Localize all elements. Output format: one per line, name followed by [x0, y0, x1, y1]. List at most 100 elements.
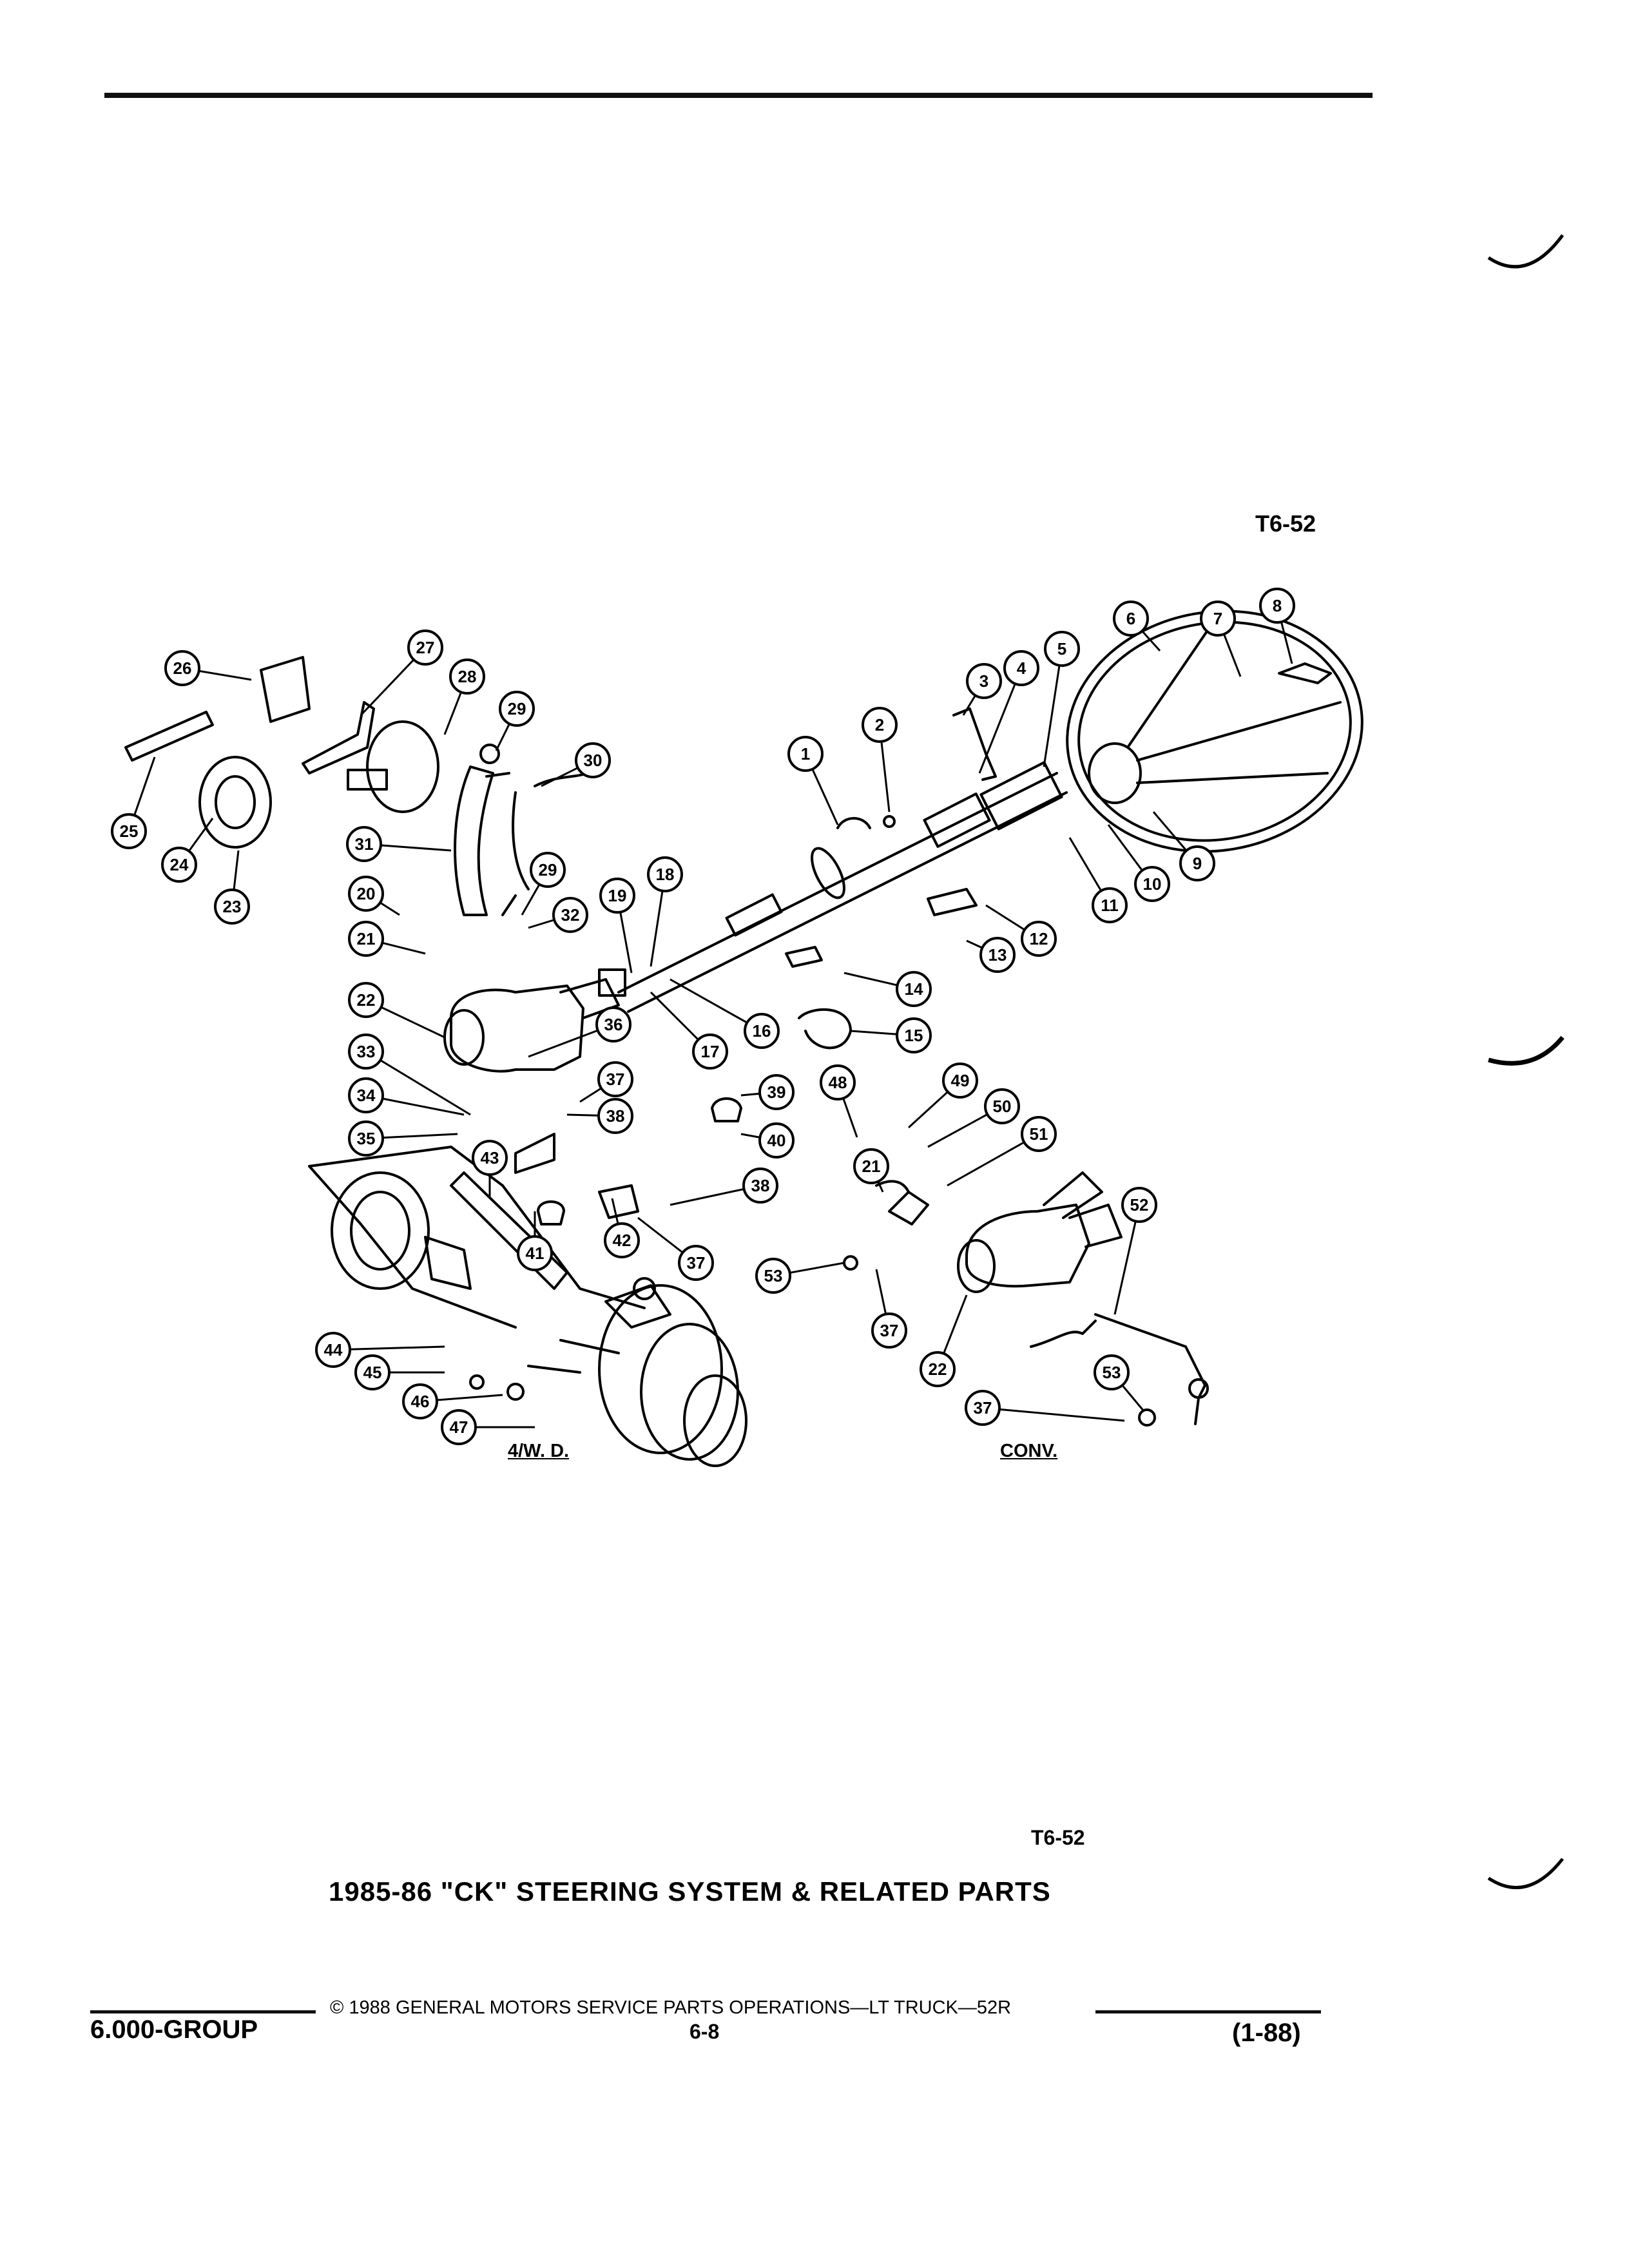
callout-21b: 21: [853, 1148, 889, 1193]
header-rule: [104, 93, 1373, 98]
small-parts: [469, 707, 1156, 1427]
callout-number: 21: [862, 1157, 881, 1176]
callout-17: 17: [650, 991, 728, 1070]
callout-51: 51: [947, 1116, 1057, 1187]
callout-11: 11: [1068, 837, 1128, 923]
callout-number: 20: [357, 884, 376, 903]
callout-number: 11: [1101, 896, 1119, 915]
callout-37c: 37: [871, 1269, 907, 1349]
callout-circle: [354, 1354, 390, 1390]
callout-number: 17: [701, 1042, 720, 1061]
callout-circle: [472, 1140, 508, 1176]
callout-1: 1: [787, 736, 839, 825]
callout-circle: [348, 921, 384, 957]
callout-37b: 37: [637, 1216, 714, 1281]
callout-number: 8: [1273, 596, 1282, 615]
callout-12: 12: [985, 904, 1057, 957]
axle-4wd: [308, 1146, 747, 1467]
binder-mark-3: [1487, 1858, 1564, 1889]
callout-number: 15: [905, 1026, 923, 1045]
callout-number: 52: [1130, 1195, 1149, 1215]
callout-circle: [552, 897, 588, 933]
callout-circle: [965, 1390, 1001, 1426]
callout-circle: [742, 1168, 778, 1204]
callout-number: 37: [687, 1253, 706, 1273]
callout-number: 40: [767, 1131, 786, 1150]
callout-37d: 37: [965, 1390, 1125, 1426]
callout-52: 52: [1113, 1187, 1157, 1315]
callout-number: 41: [526, 1244, 545, 1263]
callout-circle: [1021, 1116, 1057, 1152]
callout-circle: [530, 852, 566, 888]
steering-gear-conv: [875, 1171, 1209, 1425]
callout-number: 13: [988, 945, 1007, 965]
callout-number: 23: [223, 897, 242, 916]
callout-number: 46: [411, 1392, 430, 1411]
callout-43: 43: [472, 1140, 508, 1198]
callout-15: 15: [850, 1017, 932, 1053]
callout-number: 26: [173, 658, 192, 678]
callout-26: 26: [164, 650, 252, 686]
callout-21a: 21: [348, 921, 426, 957]
callout-7: 7: [1200, 601, 1242, 677]
callout-circle: [402, 1383, 438, 1419]
callout-14: 14: [843, 971, 932, 1007]
callout-number: 21: [357, 929, 376, 948]
footer-group: 6.000-GROUP: [90, 2015, 258, 2044]
callout-number: 50: [993, 1097, 1012, 1116]
callout-circle: [755, 1258, 791, 1294]
callout-circle: [348, 876, 384, 912]
callout-33: 33: [348, 1033, 471, 1116]
callout-circle: [111, 813, 147, 849]
callout-16: 16: [670, 978, 780, 1049]
label-conv: CONV.: [1000, 1441, 1058, 1461]
callout-number: 29: [539, 860, 557, 879]
callout-number: 4: [1017, 658, 1027, 678]
callout-leader: [982, 1407, 1125, 1422]
callout-number: 7: [1213, 609, 1222, 628]
callout-number: 10: [1143, 874, 1162, 894]
callout-46: 46: [402, 1383, 503, 1419]
callout-number: 53: [764, 1266, 783, 1285]
callout-6: 6: [1113, 601, 1161, 652]
callout-number: 45: [363, 1363, 382, 1382]
callout-circle: [599, 878, 635, 914]
callout-circle: [871, 1312, 907, 1349]
callout-31: 31: [346, 826, 452, 862]
callout-number: 53: [1103, 1363, 1121, 1382]
callout-22a: 22: [348, 982, 445, 1039]
callout-circle: [517, 1235, 553, 1271]
callout-number: 14: [905, 979, 923, 999]
callout-37a: 37: [579, 1061, 633, 1103]
callout-circle: [966, 663, 1002, 699]
callout-circle: [1021, 921, 1057, 957]
callout-circle: [942, 1062, 978, 1099]
callout-4: 4: [978, 650, 1039, 774]
callout-number: 3: [979, 671, 988, 691]
callout-circle: [853, 1148, 889, 1184]
callout-circle: [597, 1061, 633, 1097]
callout-number: 22: [929, 1360, 947, 1379]
callout-number: 6: [1126, 609, 1135, 628]
callout-number: 2: [875, 715, 884, 735]
callout-23: 23: [214, 850, 250, 925]
callout-circle: [604, 1222, 640, 1258]
callout-42: 42: [604, 1198, 640, 1258]
callout-circle: [1200, 601, 1236, 637]
callout-circle: [161, 847, 197, 883]
callout-38b: 38: [670, 1168, 778, 1206]
callout-36: 36: [528, 1006, 631, 1058]
callout-34: 34: [348, 1077, 465, 1116]
binder-mark-1: [1487, 234, 1565, 269]
callout-number: 33: [357, 1042, 376, 1061]
callout-number: 19: [608, 886, 627, 905]
callout-number: 32: [561, 905, 580, 925]
pump-assembly: [124, 656, 594, 916]
callout-number: 43: [481, 1148, 499, 1168]
callout-circle: [575, 742, 611, 778]
callout-circle: [346, 826, 382, 862]
callout-circle: [1003, 650, 1039, 686]
callout-circle: [920, 1351, 956, 1387]
callout-number: 27: [416, 638, 435, 657]
callout-circle: [597, 1098, 633, 1134]
